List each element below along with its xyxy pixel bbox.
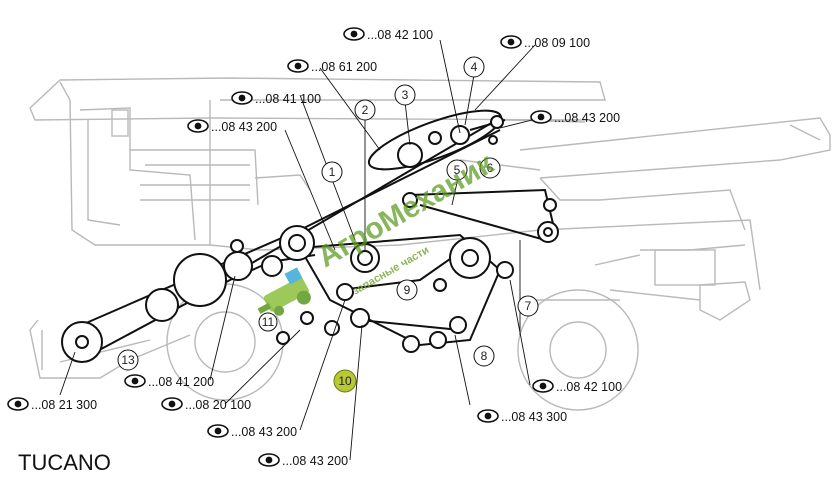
combine-outline bbox=[29, 77, 831, 411]
ref-label: ...08 61 200 bbox=[287, 59, 377, 74]
callout-6: 6 bbox=[479, 157, 501, 179]
ref-label: ...08 43 300 bbox=[477, 409, 567, 424]
svg-text:...08 43 200: ...08 43 200 bbox=[211, 120, 277, 134]
eye-icon bbox=[343, 27, 365, 41]
svg-text:5: 5 bbox=[454, 163, 461, 177]
belt-engine-top bbox=[367, 109, 503, 171]
eye-icon bbox=[477, 409, 499, 423]
callout-4: 4 bbox=[463, 56, 485, 78]
ref-label: ...08 42 100 bbox=[532, 379, 622, 394]
callout-7: 7 bbox=[517, 295, 539, 317]
svg-text:...08 43 200: ...08 43 200 bbox=[231, 425, 297, 439]
svg-text:...08 21 300: ...08 21 300 bbox=[31, 398, 97, 412]
svg-text:3: 3 bbox=[402, 88, 409, 102]
eye-icon bbox=[207, 424, 229, 438]
svg-text:13: 13 bbox=[121, 353, 135, 367]
svg-text:10: 10 bbox=[338, 374, 352, 388]
callout-2: 2 bbox=[354, 99, 376, 121]
callout-9: 9 bbox=[396, 279, 418, 301]
callout-10: 10 bbox=[333, 369, 357, 393]
callout-1: 1 bbox=[321, 161, 343, 183]
reference-labels: ...08 42 100 ...08 09 100 ...08 61 200 .… bbox=[7, 27, 622, 468]
pulley-3 bbox=[397, 142, 423, 168]
callout-3: 3 bbox=[394, 84, 416, 106]
svg-text:...08 42 100: ...08 42 100 bbox=[556, 380, 622, 394]
model-label: TUCANO bbox=[18, 450, 111, 475]
eye-icon bbox=[500, 35, 522, 49]
ref-label: ...08 42 100 bbox=[343, 27, 433, 42]
ref-label: ...08 43 200 bbox=[530, 110, 620, 125]
ref-label: ...08 21 300 bbox=[7, 397, 97, 412]
callouts: 1 2 3 4 5 6 7 8 bbox=[117, 56, 539, 393]
eye-icon bbox=[258, 453, 280, 467]
ref-label: ...08 41 200 bbox=[124, 374, 214, 389]
svg-text:...08 09 100: ...08 09 100 bbox=[524, 36, 590, 50]
callout-8: 8 bbox=[473, 345, 495, 367]
eye-icon bbox=[532, 379, 554, 393]
svg-text:7: 7 bbox=[525, 299, 532, 313]
callout-13: 13 bbox=[117, 349, 139, 371]
svg-text:11: 11 bbox=[262, 315, 275, 329]
ref-label: ...08 09 100 bbox=[500, 35, 590, 50]
svg-text:...08 43 300: ...08 43 300 bbox=[501, 410, 567, 424]
ref-label: ...08 20 100 bbox=[161, 397, 251, 412]
eye-icon bbox=[287, 59, 309, 73]
callout-5: 5 bbox=[446, 159, 468, 181]
svg-text:...08 43 200: ...08 43 200 bbox=[282, 454, 348, 468]
svg-text:...08 41 100: ...08 41 100 bbox=[255, 92, 321, 106]
svg-text:9: 9 bbox=[404, 283, 411, 297]
eye-icon bbox=[231, 91, 253, 105]
svg-text:6: 6 bbox=[487, 161, 494, 175]
eye-icon bbox=[161, 397, 183, 411]
svg-text:...08 61 200: ...08 61 200 bbox=[311, 60, 377, 74]
ref-label: ...08 43 200 bbox=[258, 453, 348, 468]
pulley-large-left bbox=[173, 253, 227, 307]
svg-text:4: 4 bbox=[471, 60, 478, 74]
combine-logo-icon bbox=[257, 267, 311, 316]
callout-11: 11 bbox=[258, 312, 278, 332]
eye-icon bbox=[530, 110, 552, 124]
ref-label: ...08 41 100 bbox=[231, 91, 321, 106]
eye-icon bbox=[124, 374, 146, 388]
belt-9 bbox=[298, 233, 502, 347]
svg-text:...08 42 100: ...08 42 100 bbox=[367, 28, 433, 42]
svg-text:...08 43 200: ...08 43 200 bbox=[554, 111, 620, 125]
svg-text:...08 20 100: ...08 20 100 bbox=[185, 398, 251, 412]
svg-text:...08 41 200: ...08 41 200 bbox=[148, 375, 214, 389]
ref-label: ...08 43 200 bbox=[187, 119, 277, 134]
svg-text:1: 1 bbox=[329, 165, 336, 179]
eye-icon bbox=[187, 119, 209, 133]
svg-text:8: 8 bbox=[481, 349, 488, 363]
eye-icon bbox=[7, 397, 29, 411]
ref-label: ...08 43 200 bbox=[207, 424, 297, 439]
pulleys bbox=[61, 115, 559, 363]
svg-text:2: 2 bbox=[362, 103, 369, 117]
